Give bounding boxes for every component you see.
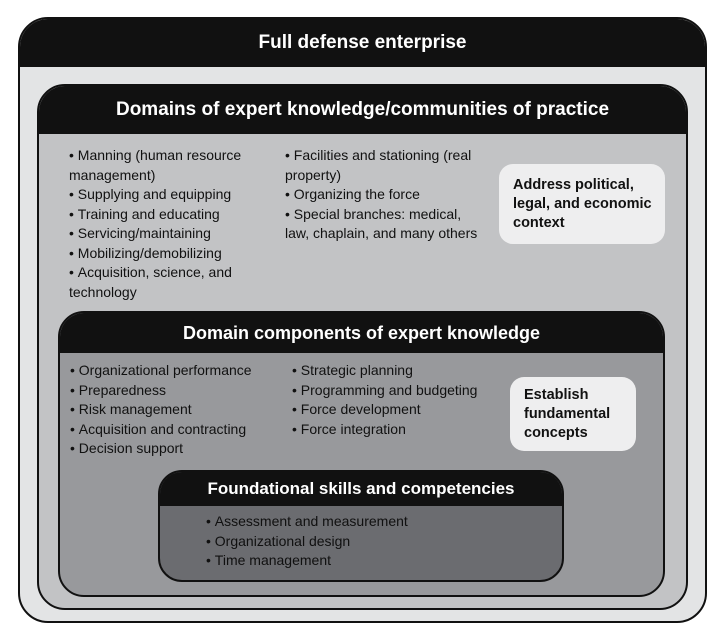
list-item: Strategic planning [292, 361, 502, 381]
list-item: Time management [206, 551, 506, 571]
list-item: Force development [292, 400, 502, 420]
list-item: Facilities and stationing (real property… [285, 146, 480, 185]
foundational-list: Assessment and measurementOrganizational… [206, 512, 506, 571]
list-item: Acquisition, science, and technology [69, 263, 269, 302]
domains-list-left: Manning (human resource management)Suppl… [69, 146, 269, 302]
components-list-right: Strategic planningProgramming and budget… [292, 361, 502, 439]
components-title: Domain components of expert knowledge [60, 313, 663, 353]
foundational-title: Foundational skills and competencies [160, 472, 562, 506]
list-item: Acquisition and contracting [70, 420, 280, 440]
list-item: Force integration [292, 420, 502, 440]
list-item: Mobilizing/demobilizing [69, 244, 269, 264]
list-item: Training and educating [69, 205, 269, 225]
list-item: Programming and budgeting [292, 381, 502, 401]
domains-callout: Address political, legal, and economic c… [499, 164, 665, 244]
list-item: Assessment and measurement [206, 512, 506, 532]
list-item: Special branches: medical, law, chaplain… [285, 205, 480, 244]
enterprise-title: Full defense enterprise [20, 19, 705, 67]
list-item: Organizational performance [70, 361, 280, 381]
list-item: Servicing/maintaining [69, 224, 269, 244]
list-item: Preparedness [70, 381, 280, 401]
list-item: Organizing the force [285, 185, 480, 205]
components-list-left: Organizational performancePreparednessRi… [70, 361, 280, 459]
list-item: Risk management [70, 400, 280, 420]
domains-list-right: Facilities and stationing (real property… [285, 146, 480, 244]
list-item: Organizational design [206, 532, 506, 552]
foundational-box: Foundational skills and competencies Ass… [158, 470, 564, 582]
list-item: Supplying and equipping [69, 185, 269, 205]
list-item: Manning (human resource management) [69, 146, 269, 185]
list-item: Decision support [70, 439, 280, 459]
domains-title: Domains of expert knowledge/communities … [39, 86, 686, 134]
components-callout: Establish fundamental concepts [510, 377, 636, 451]
